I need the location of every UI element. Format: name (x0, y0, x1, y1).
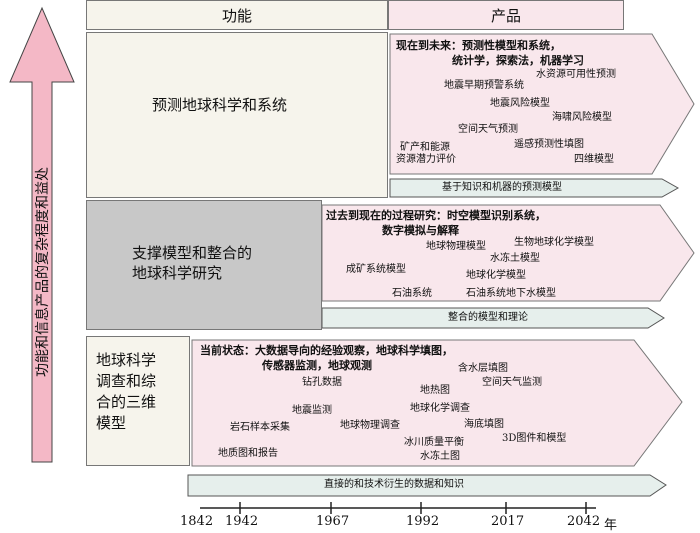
survey-arrow-label: 直接的和技术衍生的数据和知识 (324, 479, 464, 490)
support-function-label-1: 支撑模型和整合的 (132, 244, 253, 262)
survey-item: 空间天气监测 (482, 377, 542, 388)
support-product-arrow (321, 204, 695, 302)
predict-item: 矿产和能源 (400, 142, 450, 153)
survey-item: 地球化学调查 (410, 403, 470, 414)
predict-heading-1: 现在到未来：预测性模型和系统， (396, 39, 561, 52)
survey-heading-1: 当前状态：大数据导向的经验观察，地球科学填图， (200, 344, 453, 357)
predict-item: 遥感预测性填图 (514, 139, 584, 150)
survey-function-line-3: 合的三维 (96, 393, 157, 411)
survey-function-line-1: 地球科学 (96, 351, 157, 369)
survey-item: 地热图 (420, 385, 450, 396)
predict-function-label: 预测地球科学和系统 (152, 96, 288, 114)
support-item: 成矿系统模型 (346, 264, 406, 275)
survey-item: 钻孔数据 (302, 377, 342, 388)
predict-arrow-label: 基于知识和机器的预测模型 (442, 182, 562, 193)
support-heading-2: 数字模拟与解释 (382, 224, 459, 237)
support-model-arrow (321, 307, 665, 329)
survey-item: 海底填图 (464, 419, 504, 430)
survey-item: 岩石样本采集 (230, 422, 290, 433)
year-label: 2042 (567, 514, 601, 529)
year-label: 2017 (491, 514, 525, 529)
predict-model-arrow (389, 178, 680, 198)
predict-product-arrow (389, 33, 695, 175)
support-item: 地球化学模型 (466, 270, 526, 281)
survey-function-line-2: 调查和综 (96, 372, 157, 390)
predict-item: 海啸风险模型 (552, 112, 612, 123)
survey-item: 地球物理调查 (340, 420, 400, 431)
support-item: 地球物理模型 (426, 241, 486, 252)
axis-label: 功能和信息产品的复杂程度和益处 (35, 167, 51, 377)
survey-function-box (86, 336, 190, 466)
support-function-box (86, 200, 322, 330)
year-label: 1992 (406, 514, 440, 529)
support-item: 石油系统 (392, 288, 432, 299)
survey-function-line-4: 模型 (96, 414, 127, 432)
support-item: 生物地球化学模型 (514, 237, 594, 248)
support-item: 石油系统地下水模型 (466, 288, 556, 299)
year-label: 1842 (180, 514, 214, 529)
predict-item: 四维模型 (574, 154, 614, 165)
support-heading-1: 过去到现在的过程研究：时空模型识别系统， (326, 209, 546, 222)
predict-item: 资源潜力评价 (396, 154, 456, 165)
predict-function-box (86, 32, 388, 198)
predict-item: 空间天气预测 (458, 124, 518, 135)
survey-data-arrow (187, 474, 667, 497)
survey-heading-2: 传感器监测，地球观测 (262, 359, 372, 372)
survey-item: 地震监测 (292, 405, 332, 416)
year-label: 1942 (225, 514, 259, 529)
support-function-label-2: 地球科学研究 (132, 264, 223, 282)
predict-item: 地震风险模型 (490, 98, 550, 109)
survey-item: 地质图和报告 (218, 448, 278, 459)
predict-heading-2: 统计学，探索法，机器学习 (452, 54, 584, 67)
year-unit-label: 年 (604, 518, 618, 533)
vertical-arrow (9, 6, 75, 463)
function-header: 功能 (86, 0, 388, 30)
survey-item: 3D图件和模型 (502, 433, 567, 444)
survey-item: 水冻土图 (420, 451, 460, 462)
predict-item: 水资源可用性预测 (536, 69, 616, 80)
product-header: 产品 (388, 0, 624, 30)
survey-item: 冰川质量平衡 (404, 437, 464, 448)
survey-item: 含水层填图 (458, 363, 508, 374)
predict-item: 地震早期预警系统 (444, 80, 524, 91)
support-item: 水冻土模型 (490, 253, 540, 264)
year-label: 1967 (316, 514, 350, 529)
survey-product-arrow (191, 339, 683, 467)
support-arrow-label: 整合的模型和理论 (448, 312, 528, 323)
